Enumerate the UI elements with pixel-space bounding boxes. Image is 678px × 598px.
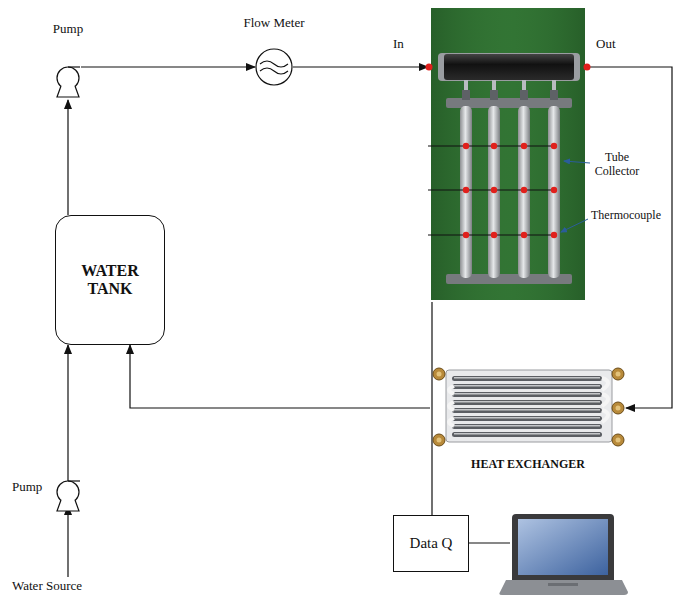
node-label: Tube Collector [593, 151, 641, 179]
node-label: Data Q [410, 535, 453, 552]
flow-pipe [130, 345, 430, 408]
flow-pipe [67, 345, 68, 481]
flow-pipe [81, 66, 255, 67]
heat-exchanger: HEAT EXCHANGER [430, 362, 626, 478]
node-label: WATER TANK [70, 262, 150, 299]
flow-pipe [588, 67, 672, 408]
node-label: HEAT EXCHANGER [471, 458, 585, 472]
supply-pipe [67, 506, 68, 577]
node-label: Flow Meter [243, 16, 304, 31]
pump-symbol: Pump [36, 20, 100, 100]
node-label: Pump [53, 22, 83, 37]
source-label: Water Source [10, 579, 84, 594]
node-label: Pump [12, 480, 42, 495]
water-tank: WATER TANK [55, 215, 165, 345]
pump-symbol: Pump [8, 470, 88, 512]
node-label: Thermocouple [591, 209, 661, 223]
usb-cable [469, 542, 510, 543]
port-label: In [391, 37, 406, 52]
data-acquisition-box: Data Q [393, 515, 469, 572]
port-label: Out [594, 37, 618, 52]
flow-meter: Flow Meter [228, 14, 320, 90]
flow-pipe [293, 66, 428, 67]
flow-pipe [67, 100, 68, 215]
laptop-icon [499, 514, 628, 595]
signal-wire [431, 302, 432, 515]
